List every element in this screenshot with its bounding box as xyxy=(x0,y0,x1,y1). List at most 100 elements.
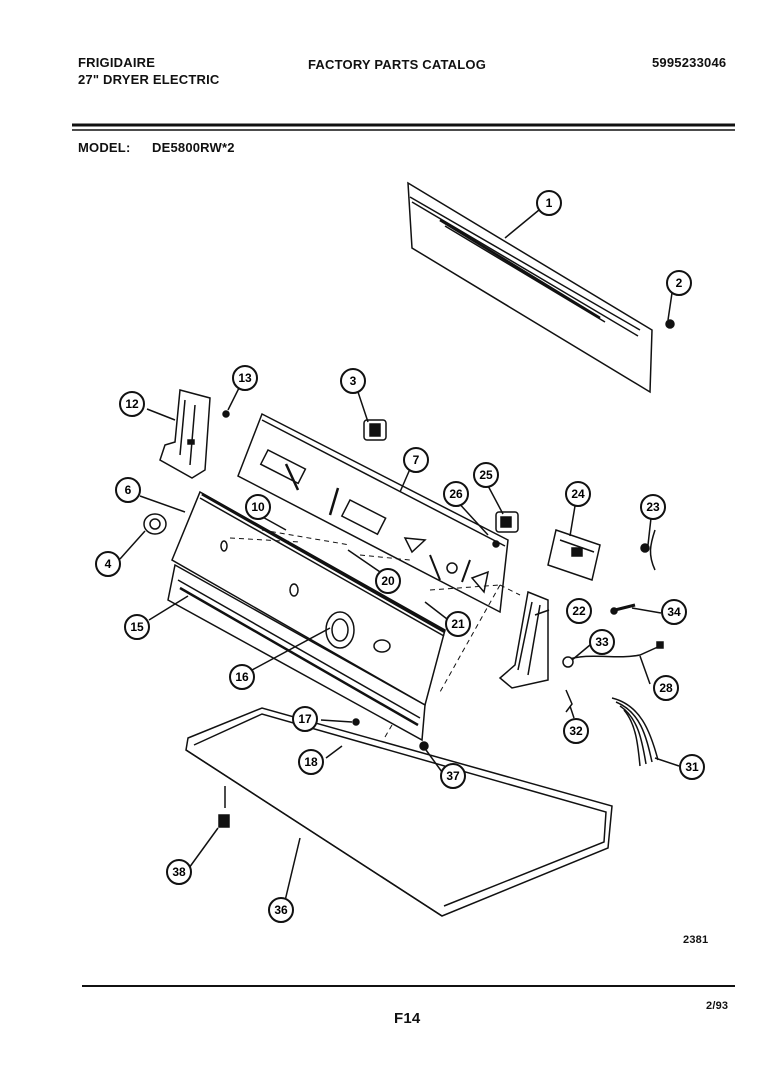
callout-2: 2 xyxy=(666,270,692,296)
callout-circle xyxy=(473,462,499,488)
callout-25: 25 xyxy=(473,462,499,488)
callout-circle xyxy=(443,481,469,507)
brand-name: FRIGIDAIRE xyxy=(78,55,156,70)
callout-circle xyxy=(268,897,294,923)
callout-number: 2 xyxy=(676,276,683,290)
selector-switch-part xyxy=(363,419,387,441)
callout-28: 28 xyxy=(653,675,679,701)
callout-17: 17 xyxy=(292,706,318,732)
callout-circle xyxy=(536,190,562,216)
callout-7: 7 xyxy=(403,447,429,473)
callout-number: 32 xyxy=(569,724,583,738)
callout-circle xyxy=(115,477,141,503)
callout-circle xyxy=(653,675,679,701)
callout-21: 21 xyxy=(445,611,471,637)
callout-number: 21 xyxy=(451,617,465,631)
callout-3: 3 xyxy=(340,368,366,394)
callout-circle xyxy=(565,481,591,507)
callout-number: 18 xyxy=(304,755,318,769)
callout-20: 20 xyxy=(375,568,401,594)
callout-number: 16 xyxy=(235,670,249,684)
callout-circle xyxy=(640,494,666,520)
callout-circle xyxy=(298,749,324,775)
callout-10: 10 xyxy=(245,494,271,520)
catalog-date: 2/93 xyxy=(706,1000,729,1012)
callout-circle xyxy=(440,763,466,789)
callout-6: 6 xyxy=(115,477,141,503)
wire-bundle-part xyxy=(611,697,659,767)
callout-circle xyxy=(166,859,192,885)
timer-part xyxy=(547,529,601,581)
control-frame-part xyxy=(167,563,426,742)
callout-circle xyxy=(589,629,615,655)
callout-number: 22 xyxy=(572,604,586,618)
callout-circle xyxy=(95,551,121,577)
leveler-part xyxy=(218,786,230,828)
callout-circle xyxy=(403,447,429,473)
callout-26: 26 xyxy=(443,481,469,507)
callout-24: 24 xyxy=(565,481,591,507)
callout-number: 17 xyxy=(298,712,312,726)
callout-circle xyxy=(245,494,271,520)
figure-code: 2381 xyxy=(683,934,709,946)
callout-22: 22 xyxy=(566,598,592,624)
backguard-panel-part xyxy=(171,490,446,707)
callout-number: 26 xyxy=(449,487,463,501)
knob-part xyxy=(143,513,167,535)
callout-circle xyxy=(666,270,692,296)
callout-circle xyxy=(375,568,401,594)
right-end-bracket-part xyxy=(498,590,549,689)
header-rule xyxy=(72,123,735,131)
catalog-title: FACTORY PARTS CATALOG xyxy=(308,57,487,72)
rear-panel-part xyxy=(407,181,675,394)
callout-number: 7 xyxy=(413,453,420,467)
callout-circle xyxy=(679,754,705,780)
connector-part xyxy=(562,656,574,713)
callout-circle xyxy=(340,368,366,394)
callout-12: 12 xyxy=(119,391,145,417)
callout-13: 13 xyxy=(232,365,258,391)
callout-37: 37 xyxy=(440,763,466,789)
callout-number: 25 xyxy=(479,468,493,482)
callout-circle xyxy=(119,391,145,417)
callout-circle xyxy=(445,611,471,637)
callout-circle xyxy=(229,664,255,690)
callout-number: 4 xyxy=(105,557,112,571)
callout-34: 34 xyxy=(661,599,687,625)
callout-18: 18 xyxy=(298,749,324,775)
callout-number: 20 xyxy=(381,574,395,588)
callout-23: 23 xyxy=(640,494,666,520)
callout-number: 3 xyxy=(350,374,357,388)
callout-33: 33 xyxy=(589,629,615,655)
callout-32: 32 xyxy=(563,718,589,744)
callout-circle xyxy=(566,598,592,624)
assembly-dashed-lines xyxy=(229,529,521,738)
callout-36: 36 xyxy=(268,897,294,923)
product-name: 27" DRYER ELECTRIC xyxy=(78,72,220,87)
callout-number: 15 xyxy=(130,620,144,634)
push-switch-part xyxy=(495,511,519,533)
callout-circle xyxy=(292,706,318,732)
callout-circle xyxy=(124,614,150,640)
leader-lines xyxy=(119,209,680,906)
catalog-number: 5995233046 xyxy=(652,55,727,70)
callout-number: 23 xyxy=(646,500,660,514)
callout-number: 31 xyxy=(685,760,699,774)
model-value: DE5800RW*2 xyxy=(152,140,235,155)
callout-number: 37 xyxy=(446,769,460,783)
model-label: MODEL: xyxy=(78,140,131,155)
callout-31: 31 xyxy=(679,754,705,780)
screw-part xyxy=(610,603,636,615)
callout-number: 28 xyxy=(659,681,673,695)
callout-number: 36 xyxy=(274,903,288,917)
control-panel-overlay-part xyxy=(237,412,509,614)
callout-number: 34 xyxy=(667,605,681,619)
callout-circle xyxy=(661,599,687,625)
page-label: F14 xyxy=(394,1010,421,1027)
callout-number: 10 xyxy=(251,500,265,514)
callout-number: 1 xyxy=(546,196,553,210)
callout-number: 24 xyxy=(571,487,585,501)
callout-1: 1 xyxy=(536,190,562,216)
callout-number: 6 xyxy=(125,483,132,497)
